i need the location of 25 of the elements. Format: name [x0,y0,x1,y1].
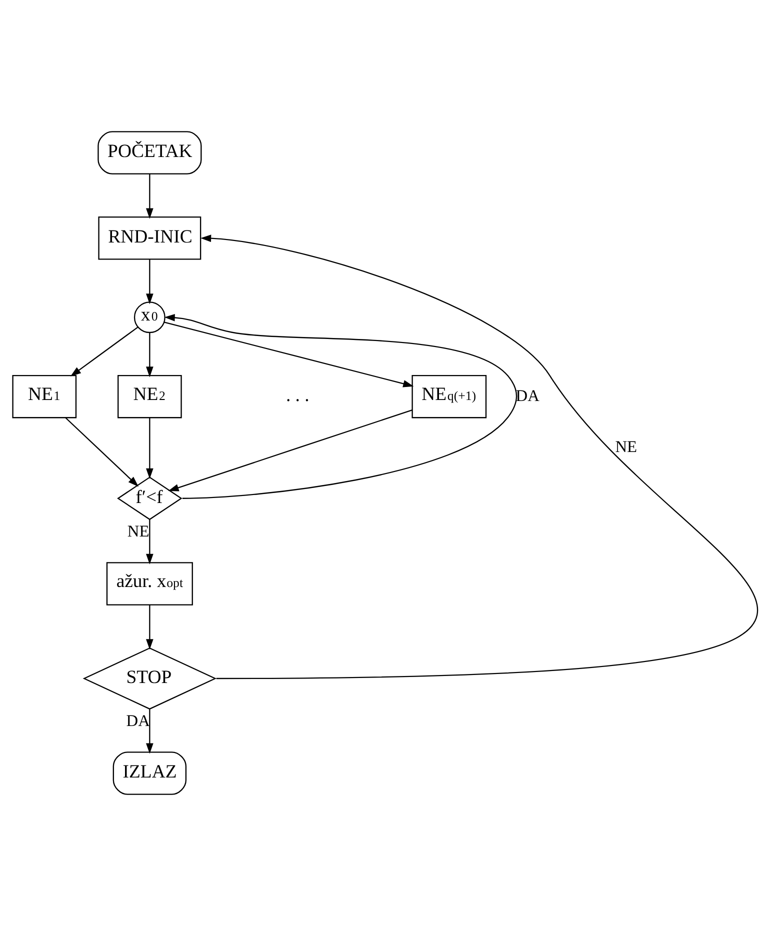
node-box: NE2 [118,374,182,418]
arrow [200,234,758,679]
arrow [146,332,154,377]
node-diamond: STOP [82,646,217,710]
arrow [168,409,412,491]
node-box: POČETAK [98,130,202,174]
label: . . . [286,384,310,406]
node-box: ažur. xopt [106,562,193,605]
node-circle: x0 [134,301,166,333]
arrow [146,708,154,754]
arrow [146,519,154,564]
edge-label: NE [615,436,638,456]
node-box: IZLAZ [112,751,187,794]
node-box: NEq(+1) [412,374,487,418]
arrow [146,259,154,304]
arrow [70,326,138,376]
node-box: NE1 [12,374,77,418]
arrow [146,604,154,650]
arrow [164,313,517,498]
arrow [146,417,154,478]
edge-label: NE [127,521,150,540]
arrow [65,416,139,486]
arrow [146,174,154,218]
node-box: RND-INIC [98,216,202,260]
arrow [164,321,414,387]
